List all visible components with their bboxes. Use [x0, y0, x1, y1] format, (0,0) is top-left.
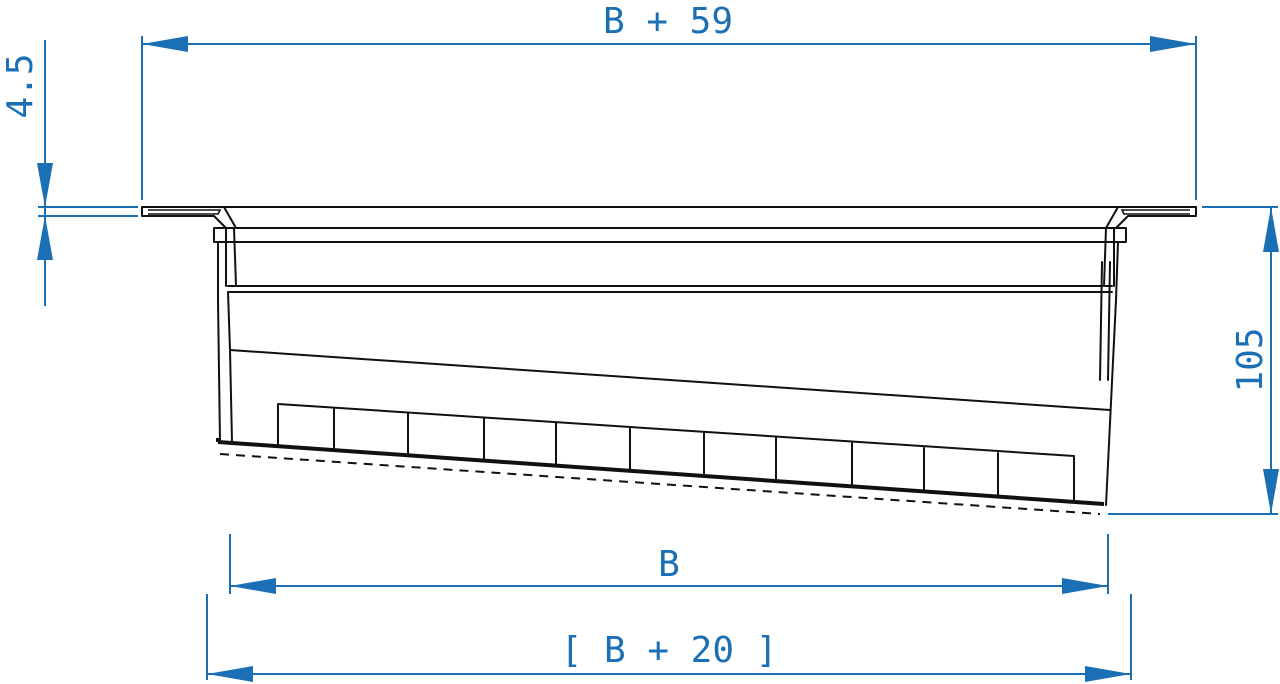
- arrow-left: [230, 578, 276, 594]
- drain-body: [141, 206, 1197, 515]
- arrow-down: [37, 163, 53, 207]
- arrow-right: [1150, 36, 1196, 52]
- channel-left-wall: [217, 241, 221, 443]
- dimension-flange-thickness: 4.5: [0, 40, 138, 306]
- frame-lip-left: [213, 227, 227, 243]
- frame-lip-right: [1113, 227, 1127, 243]
- arrow-bottom: [1263, 469, 1279, 514]
- arrow-right: [1085, 666, 1131, 682]
- arrow-left: [207, 666, 253, 682]
- right-flange-inner: [1120, 209, 1190, 215]
- bottom-ribs: [277, 403, 1075, 501]
- top-width-label: B + 59: [603, 1, 733, 42]
- dimension-height: 105: [1108, 206, 1279, 515]
- arrow-left: [142, 36, 188, 52]
- channel-bottom: [217, 440, 1105, 506]
- left-inner-wall: [225, 227, 237, 287]
- left-flange-inner: [148, 209, 222, 215]
- outer-width-label: [ B + 20 ]: [561, 630, 778, 671]
- dimension-top-width: B + 59: [141, 1, 1197, 200]
- channel-left-wall-inner: [227, 291, 233, 443]
- channel-right-wall-inner-2: [1099, 261, 1103, 381]
- channel-slope-line: [229, 349, 1111, 411]
- arrow-up: [37, 216, 53, 260]
- channel-right-wall-inner: [1107, 261, 1111, 381]
- dimension-inner-width: B: [229, 534, 1109, 594]
- arrow-top: [1263, 207, 1279, 252]
- flange-thickness-label: 4.5: [0, 53, 41, 118]
- dimension-outer-width: [ B + 20 ]: [206, 594, 1132, 682]
- inner-width-label: B: [658, 544, 680, 585]
- arrow-right: [1062, 578, 1108, 594]
- rib-frame: [277, 403, 1075, 501]
- base-reference-dashed-line: [219, 453, 1101, 515]
- height-label: 105: [1230, 327, 1271, 392]
- channel-right-wall: [1105, 241, 1119, 506]
- right-inner-wall: [1103, 227, 1115, 287]
